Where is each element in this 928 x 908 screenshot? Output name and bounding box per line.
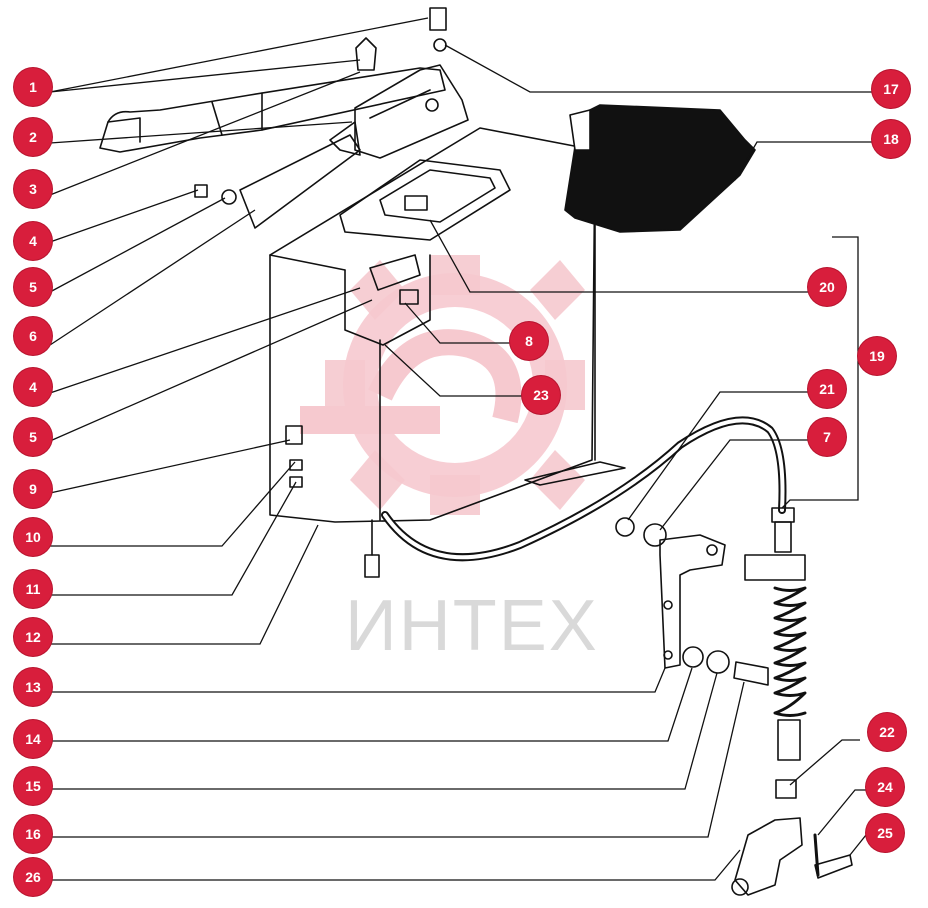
callout-13[interactable]: 13 bbox=[14, 668, 52, 706]
washer-14 bbox=[682, 646, 704, 668]
callout-6[interactable]: 6 bbox=[14, 317, 52, 355]
return-spring bbox=[773, 586, 807, 717]
callout-25[interactable]: 25 bbox=[866, 814, 904, 852]
washer-15 bbox=[706, 650, 730, 674]
callout-5b[interactable]: 5 bbox=[14, 418, 52, 456]
callout-8[interactable]: 8 bbox=[510, 322, 548, 360]
clevis bbox=[734, 817, 803, 896]
callout-17[interactable]: 17 bbox=[872, 70, 910, 108]
callout-4b[interactable]: 4 bbox=[14, 368, 52, 406]
callout-15[interactable]: 15 bbox=[14, 767, 52, 805]
washer-11 bbox=[289, 476, 303, 488]
cover-strip bbox=[239, 134, 361, 229]
callout-3[interactable]: 3 bbox=[14, 170, 52, 208]
cotter-pin bbox=[813, 833, 820, 877]
nut-7 bbox=[615, 517, 635, 537]
callout-7[interactable]: 7 bbox=[808, 418, 846, 456]
callout-26[interactable]: 26 bbox=[14, 858, 52, 896]
callout-9[interactable]: 9 bbox=[14, 470, 52, 508]
brake-cable bbox=[381, 416, 787, 562]
clevis-pin bbox=[814, 854, 853, 879]
callout-1[interactable]: 1 bbox=[14, 68, 52, 106]
callout-20[interactable]: 20 bbox=[808, 268, 846, 306]
rubber-boot bbox=[564, 104, 756, 233]
leader-lines bbox=[49, 17, 880, 881]
equalizer-arm bbox=[524, 461, 626, 486]
knob-2-cap bbox=[355, 37, 377, 71]
callout-19[interactable]: 19 bbox=[858, 337, 896, 375]
screw-17 bbox=[429, 7, 447, 31]
callout-11[interactable]: 11 bbox=[14, 570, 52, 608]
callout-10[interactable]: 10 bbox=[14, 518, 52, 556]
bolt-16 bbox=[733, 661, 769, 686]
callout-21[interactable]: 21 bbox=[808, 370, 846, 408]
bolt-9 bbox=[285, 425, 303, 445]
callout-16[interactable]: 16 bbox=[14, 815, 52, 853]
callout-14[interactable]: 14 bbox=[14, 720, 52, 758]
callout-18[interactable]: 18 bbox=[872, 120, 910, 158]
top-plate bbox=[339, 159, 511, 241]
nut bbox=[775, 779, 797, 799]
callout-12[interactable]: 12 bbox=[14, 618, 52, 656]
callout-5[interactable]: 5 bbox=[14, 268, 52, 306]
bolt-20 bbox=[404, 195, 428, 211]
callout-2[interactable]: 2 bbox=[14, 118, 52, 156]
warning-switch bbox=[369, 254, 421, 291]
mounting-bracket bbox=[659, 534, 726, 669]
callout-24[interactable]: 24 bbox=[866, 768, 904, 806]
washer-5 bbox=[221, 189, 237, 205]
callout-4[interactable]: 4 bbox=[14, 222, 52, 260]
watermark-text: ИНТЕХ bbox=[345, 586, 599, 666]
callout-22[interactable]: 22 bbox=[868, 713, 906, 751]
hand-lever bbox=[99, 67, 446, 153]
washer-10 bbox=[289, 459, 303, 471]
washer-21 bbox=[643, 523, 667, 547]
switch-connector bbox=[364, 554, 380, 578]
callout-23[interactable]: 23 bbox=[522, 376, 560, 414]
housing-box bbox=[269, 127, 596, 523]
